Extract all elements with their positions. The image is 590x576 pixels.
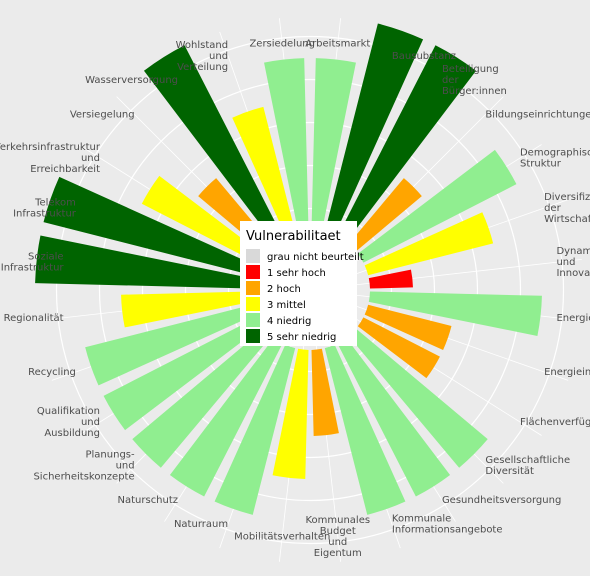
bar-gesellschaftliche-diversit-t xyxy=(348,328,488,468)
bar-bildungseinrichtungen xyxy=(348,178,422,252)
legend-label: 1 sehr hoch xyxy=(267,268,326,279)
legend-swatch xyxy=(246,249,260,263)
bars xyxy=(35,23,542,515)
bar-demographische-struktur xyxy=(357,149,517,263)
bar-energieautarkie xyxy=(368,291,542,336)
bar-planungs-und-sicherheitskonzepte xyxy=(132,328,272,468)
category-label: Energieinfrastruktur xyxy=(544,367,590,378)
category-label: Recycling xyxy=(28,367,76,378)
legend-label: 3 mittel xyxy=(267,300,306,311)
category-label: Energieautarkie xyxy=(556,313,590,324)
category-label: Naturschutz xyxy=(118,495,179,506)
category-label: Zersiedelung xyxy=(249,39,315,50)
bar-naturraum xyxy=(214,344,296,515)
category-label: Bildungseinrichtungen xyxy=(485,110,590,121)
bar-recycling xyxy=(85,304,256,386)
bar-verkehrsinfrastruktur-und-erreichbarkeit xyxy=(141,175,263,263)
bar-wohlstand-und-verteilung xyxy=(232,106,296,236)
legend-title: Vulnerabilitaet xyxy=(246,229,341,244)
category-label: Mobilitätsverhalten xyxy=(234,531,330,542)
bar-soziale-infrastruktur xyxy=(35,235,252,289)
category-label: Bausubstanz xyxy=(392,51,456,62)
bar-zersiedelung xyxy=(264,58,309,232)
category-label: DynamikundInnovation xyxy=(556,246,590,279)
legend-label: 5 sehr niedrig xyxy=(267,332,336,343)
category-label: Wasserversorgung xyxy=(85,75,178,86)
bar-fl-chenverf-gbarkeit xyxy=(357,317,440,379)
bar-regionalit-t xyxy=(121,291,252,328)
legend-swatch xyxy=(246,329,260,343)
bar-kommunales-budget-und-eigentum xyxy=(311,348,339,436)
grid-ring xyxy=(98,78,522,502)
category-label: Regionalität xyxy=(4,313,64,324)
legend-label: 2 hoch xyxy=(267,284,301,295)
legend-swatch xyxy=(246,265,260,279)
bar-mobilit-tsverhalten xyxy=(272,348,309,479)
legend-items: grau nicht beurteilt 1 sehr hoch 2 hoch 3 m… xyxy=(246,249,364,343)
bar-wasserversorgung xyxy=(143,45,283,243)
bar-energieinfrastruktur xyxy=(364,304,452,351)
grid-ring xyxy=(141,121,479,459)
category-label: Gesundheitsversorgung xyxy=(442,495,561,506)
grid-ring xyxy=(55,35,565,545)
legend-label: 4 niedrig xyxy=(267,316,311,327)
category-label: DemographischeStruktur xyxy=(520,148,590,170)
legend-label: grau nicht beurteilt xyxy=(267,252,364,263)
category-label: DiversifizierungderWirtschaft xyxy=(544,192,590,225)
bar-bausubstanz xyxy=(324,23,424,236)
legend-swatch xyxy=(246,313,260,327)
bar-naturschutz xyxy=(169,337,283,497)
bar-diversifizierung-der-wirtschaft xyxy=(364,212,494,276)
bar-beteiligung-der-b-rger-innen xyxy=(337,45,477,243)
bar-kommunale-informationsangebote xyxy=(324,344,406,515)
grid-ring xyxy=(227,207,393,373)
category-label: Flächenverfügbarkeit xyxy=(520,417,590,428)
legend-swatch xyxy=(246,297,260,311)
legend-swatch xyxy=(246,281,260,295)
category-label: Arbeitsmarkt xyxy=(305,39,370,50)
category-label: Versiegelung xyxy=(70,110,135,121)
bar-telekom-infrastruktur xyxy=(43,176,256,276)
bar-arbeitsmarkt xyxy=(311,58,356,232)
bar-qualifikation-und-ausbildung xyxy=(103,317,263,431)
grid-ring xyxy=(184,164,436,416)
legend: Vulnerabilitaet grau nicht beurteilt 1 se… xyxy=(240,221,364,346)
bar-dynamik-und-innovation xyxy=(368,269,413,289)
category-label: Naturraum xyxy=(174,519,228,530)
bar-gesundheitsversorgung xyxy=(337,337,451,497)
